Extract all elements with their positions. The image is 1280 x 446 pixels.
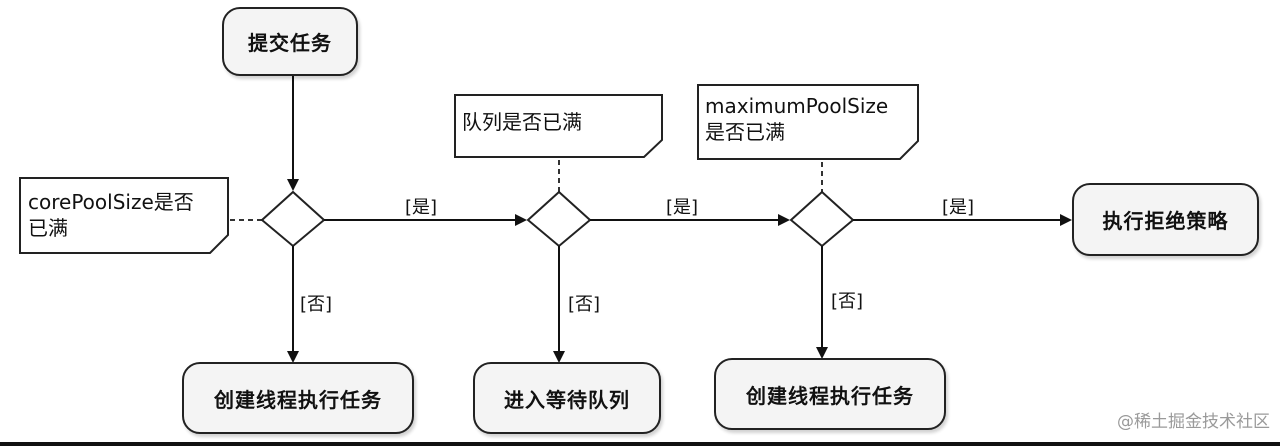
edge-label-no-3: [否]	[831, 291, 864, 312]
edge-label-yes-1: [是]	[405, 197, 438, 218]
node-reject-policy: 执行拒绝策略	[1072, 183, 1259, 256]
note-max-pool-line2: 是否已满	[705, 120, 785, 144]
node-enqueue: 进入等待队列	[473, 362, 661, 434]
note-core-pool-shape	[19, 177, 229, 254]
edge-label-yes-2: [是]	[666, 197, 699, 218]
note-max-pool-line1: maximumPoolSize	[705, 94, 889, 118]
decision-core-pool-diamond	[260, 190, 326, 248]
watermark-text: @稀土掘金技术社区	[1117, 412, 1270, 432]
note-core-pool-line1: corePoolSize是否	[28, 190, 194, 214]
edge-label-no-1: [否]	[300, 294, 333, 315]
note-queue-full-shape	[454, 94, 663, 158]
node-submit-task: 提交任务	[222, 7, 358, 76]
bottom-divider	[0, 442, 1280, 446]
decision-max-pool-diamond	[789, 190, 855, 248]
note-core-pool-line2: 已满	[28, 216, 68, 240]
note-max-pool-shape	[697, 84, 919, 160]
note-queue-full: 队列是否已满	[462, 110, 582, 134]
decision-queue-full-diamond	[526, 190, 592, 248]
node-create-thread-2: 创建线程执行任务	[714, 358, 946, 430]
edge-label-yes-3: [是]	[942, 197, 975, 218]
node-create-thread-1: 创建线程执行任务	[182, 362, 414, 434]
edge-label-no-2: [否]	[568, 294, 601, 315]
